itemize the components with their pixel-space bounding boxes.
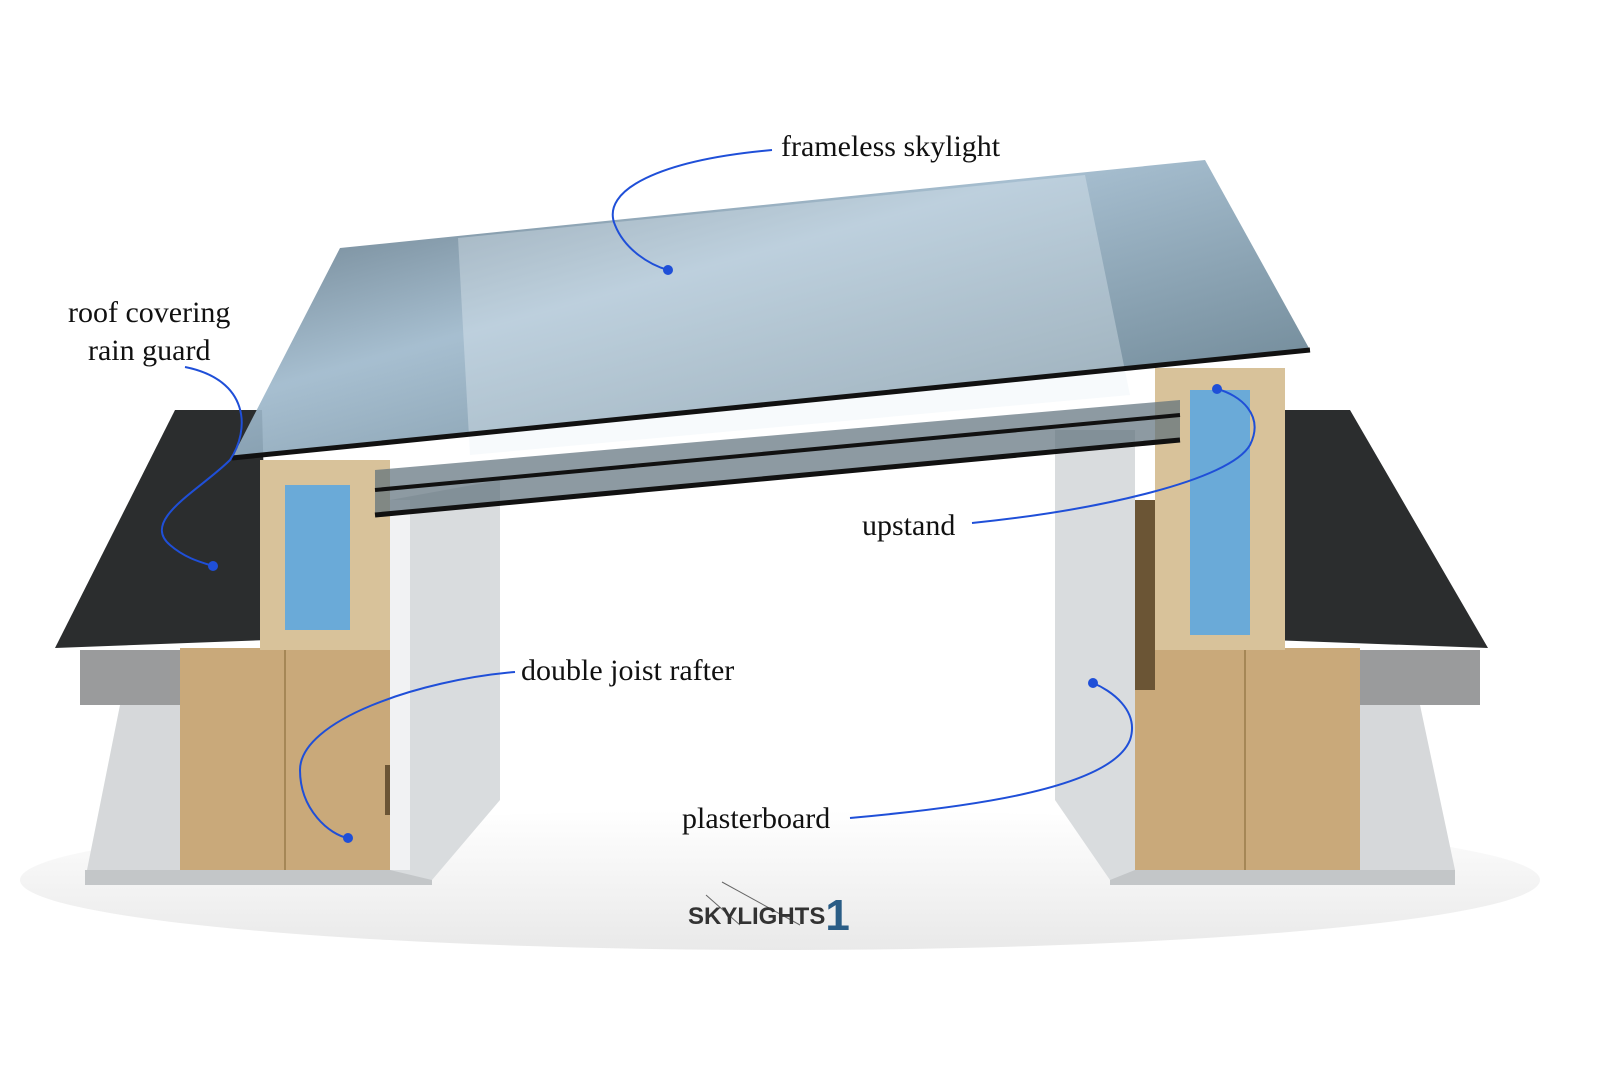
logo-text: SKYLIGHTS bbox=[688, 903, 826, 930]
leader-frameless-skylight bbox=[611, 149, 773, 271]
logo-mark-line bbox=[705, 894, 741, 926]
logo-mark-line bbox=[721, 881, 801, 926]
right-ceiling bbox=[1360, 705, 1455, 870]
label-upstand: upstand bbox=[862, 509, 956, 542]
glass-spacer-middle bbox=[374, 413, 1181, 492]
leader-roof-covering bbox=[161, 366, 243, 567]
left-insulation bbox=[285, 485, 350, 630]
leader-dot bbox=[1212, 384, 1222, 394]
right-ceiling-edge bbox=[1110, 870, 1455, 885]
left-ceiling-edge bbox=[85, 870, 432, 885]
leader-double-joist-rafter bbox=[298, 671, 516, 839]
right-insulation bbox=[1190, 390, 1250, 635]
leader-dot bbox=[1088, 678, 1098, 688]
glass-top-edge bbox=[231, 347, 1311, 461]
left-ceiling bbox=[85, 705, 190, 880]
leader-dot bbox=[208, 561, 218, 571]
leader-dot bbox=[663, 265, 673, 275]
label-rain-guard: rain guard bbox=[88, 334, 211, 367]
leader-plasterboard bbox=[849, 682, 1133, 819]
leader-lines bbox=[161, 149, 1256, 839]
glass-lower-pane bbox=[375, 400, 1180, 515]
glass-spacer-bottom bbox=[374, 437, 1181, 518]
label-plasterboard: plasterboard bbox=[682, 802, 831, 835]
glass-top-pane bbox=[232, 160, 1310, 458]
logo-number: 1 bbox=[825, 891, 850, 940]
label-double-joist-rafter: double joist rafter bbox=[521, 654, 735, 687]
right-plasterboard bbox=[1055, 430, 1135, 880]
skylights1-logo: SKYLIGHTS1 bbox=[688, 885, 850, 940]
leader-upstand bbox=[971, 388, 1256, 524]
leader-dots bbox=[208, 265, 1222, 843]
left-joist bbox=[180, 648, 410, 870]
label-frameless-skylight: frameless skylight bbox=[781, 130, 1001, 163]
leader-dot bbox=[343, 833, 353, 843]
left-plasterboard bbox=[390, 480, 500, 880]
right-roof-covering bbox=[1270, 410, 1488, 648]
label-roof-covering: roof covering bbox=[68, 296, 231, 329]
glass-reflection bbox=[458, 175, 1130, 455]
left-plaster-face bbox=[390, 500, 410, 870]
